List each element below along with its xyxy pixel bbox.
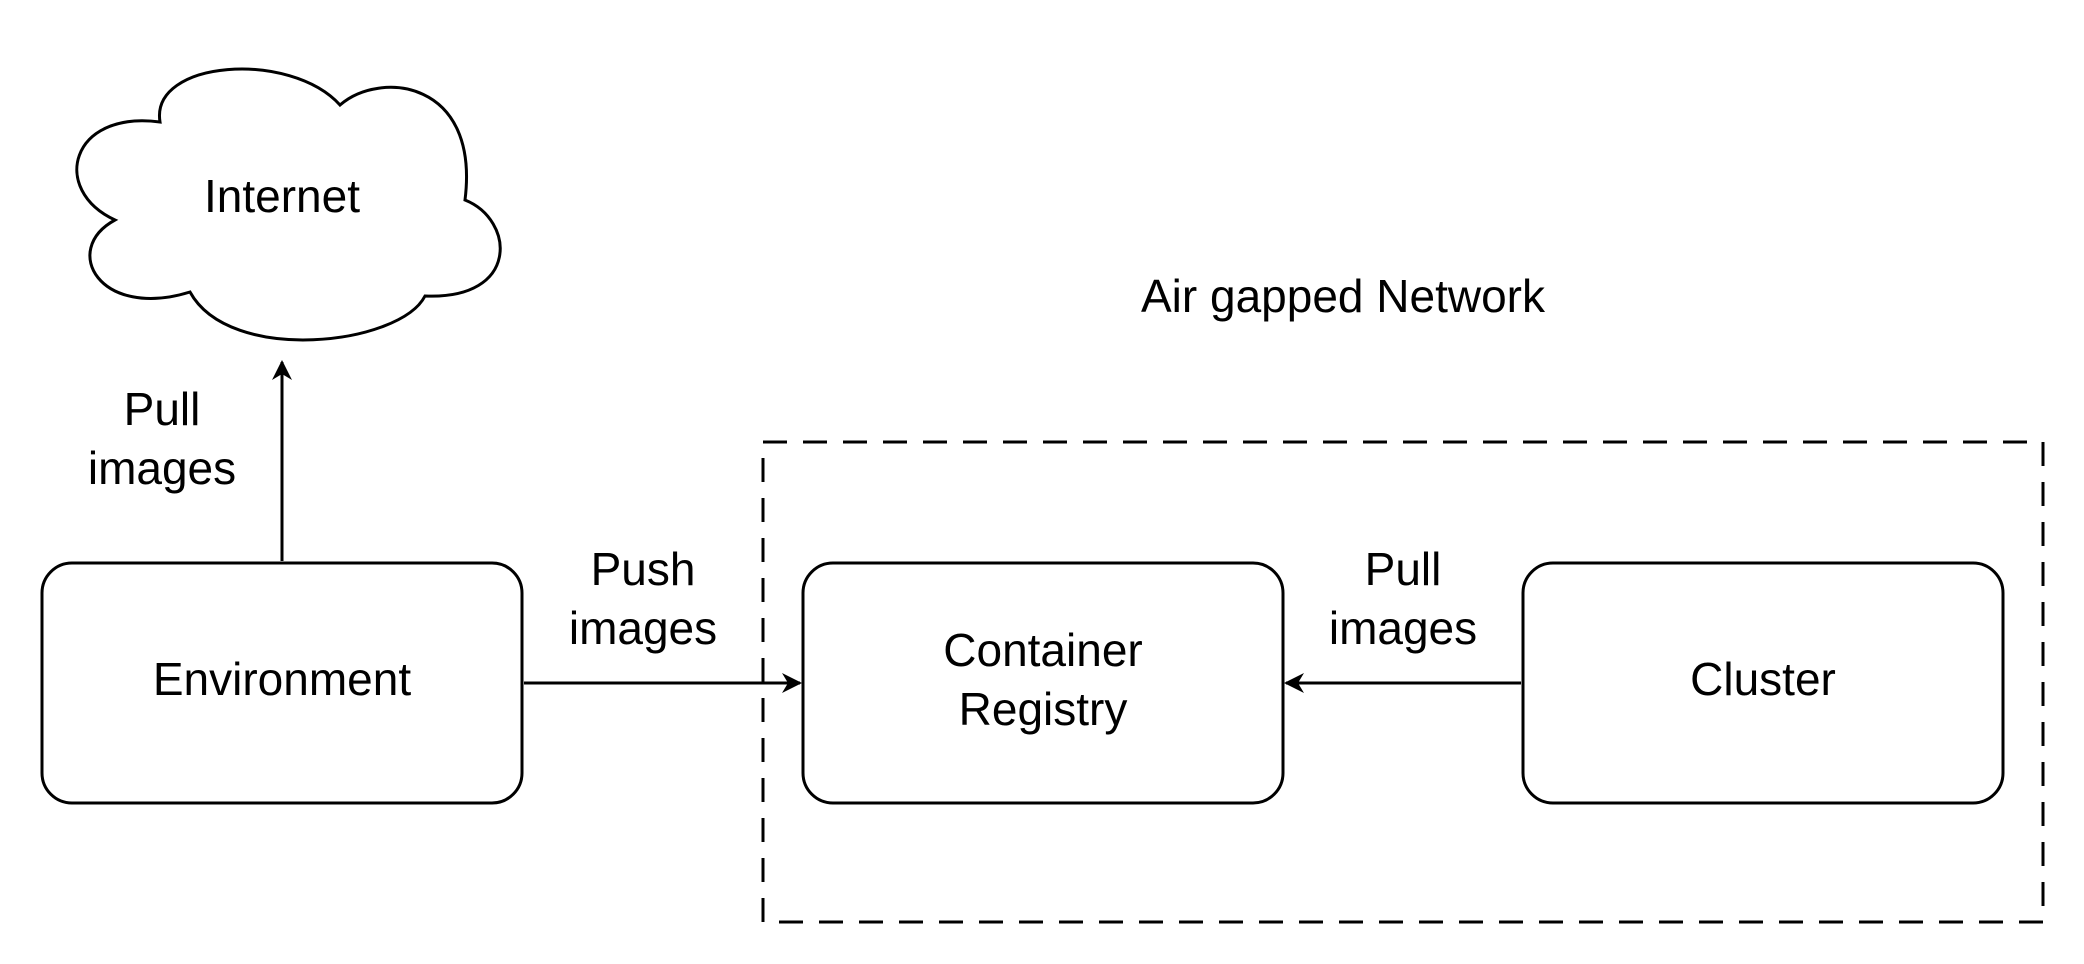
edge-label-pull-line2: images (88, 442, 236, 494)
environment-label: Environment (153, 653, 411, 705)
edge-label-push-line1: Push (591, 543, 696, 595)
edge-environment-to-registry: Push images (524, 543, 802, 693)
edge-environment-to-internet: Pull images (88, 360, 292, 561)
internet-label: Internet (204, 170, 360, 222)
environment-node: Environment (40, 561, 524, 805)
edge-label-pull-line1: Pull (124, 383, 201, 435)
edge-label-pull-line1: Pull (1365, 543, 1442, 595)
container-registry-label-line2: Registry (959, 683, 1128, 735)
cluster-label: Cluster (1690, 653, 1836, 705)
container-registry-box (801, 561, 1285, 805)
container-registry-label-line1: Container (943, 624, 1142, 676)
cluster-node: Cluster (1521, 561, 2005, 805)
environment-box (40, 561, 524, 805)
cluster-box (1521, 561, 2005, 805)
edge-cluster-to-registry: Pull images (1284, 543, 1521, 693)
edge-label-pull-line2: images (1329, 602, 1477, 654)
container-registry-node: Container Registry (801, 561, 1285, 805)
air-gapped-network-group: Air gapped Network (761, 270, 2045, 924)
cloud-icon (75, 67, 502, 342)
edge-label-push-line2: images (569, 602, 717, 654)
internet-node: Internet (75, 67, 502, 342)
air-gapped-network-label: Air gapped Network (1141, 270, 1546, 322)
